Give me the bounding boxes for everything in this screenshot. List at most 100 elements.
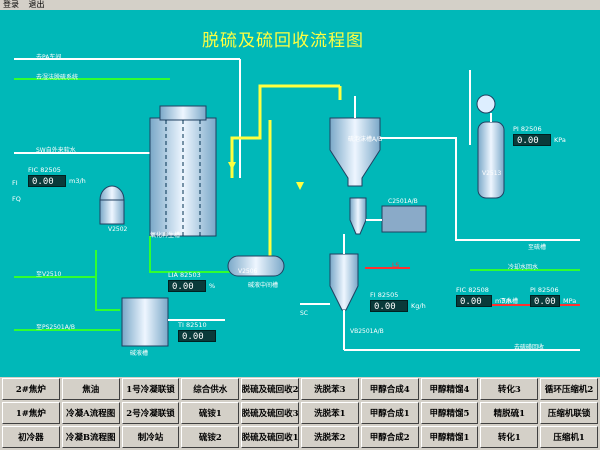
- label-to-tank: 至硫槽: [528, 244, 547, 251]
- v2502-body: [99, 199, 125, 225]
- indicator-fi1-value: 0.00: [28, 175, 66, 187]
- indicator-lia: LIA 82503 0.00 %: [168, 271, 216, 292]
- label-fq: FQ: [12, 195, 21, 203]
- indicator-fic-tag: FIC 82508: [456, 286, 489, 294]
- nav-button[interactable]: 甲醇合成4: [360, 378, 419, 400]
- nav-button[interactable]: 硫铵1: [181, 402, 240, 424]
- nav-button[interactable]: 甲醇合成1: [360, 402, 419, 424]
- nav-button[interactable]: 冷凝B流程图: [61, 426, 120, 448]
- nav-button[interactable]: 综合供水: [181, 378, 240, 400]
- indicator-pi2-value: 0.00: [530, 295, 560, 307]
- navigation-button-grid: 2#焦炉 焦油 1号冷凝联锁 综合供水 脱硫及硫回收2 洗脱苯3 甲醇合成4 甲…: [2, 378, 598, 448]
- label-ls: LS: [392, 262, 400, 269]
- indicator-fic-unit: m3/h: [495, 297, 512, 305]
- indicator-ti-tag: TI 82510: [178, 321, 207, 329]
- nav-button[interactable]: 1#焦炉: [2, 402, 60, 424]
- indicator-fi2-value: 0.00: [370, 300, 408, 312]
- label-c2501: C2501A/B: [388, 198, 418, 205]
- label-alkali-tank: 碱液槽: [130, 350, 149, 357]
- nav-button[interactable]: 循环压缩机2: [540, 378, 598, 400]
- nav-button[interactable]: 转化3: [480, 378, 539, 400]
- label-drain: 下水槽: [500, 298, 519, 305]
- indicator-fi1: FIC 82505 0.00 m3/h: [28, 166, 86, 187]
- label-regen: 氧化再生槽: [150, 232, 181, 239]
- indicator-lia-unit: %: [209, 282, 216, 290]
- menu-bar: 登录 退出: [0, 0, 600, 10]
- label-v2513: V2513: [482, 170, 502, 177]
- indicator-ti: TI 82510 0.00: [178, 321, 216, 342]
- v2506-tank: [227, 255, 285, 277]
- label-to-v2510: 至V2510: [36, 271, 62, 278]
- nav-button[interactable]: 冷凝A流程图: [61, 402, 120, 424]
- v2513-vessel: [477, 121, 505, 199]
- indicator-pi1-unit: KPa: [554, 136, 566, 144]
- indicator-pi1-tag: PI 82506: [513, 125, 542, 133]
- label-cw: 冷却水回水: [508, 264, 539, 271]
- indicator-pi2-unit: MPa: [563, 297, 577, 305]
- indicator-fi2-tag: FI 82505: [370, 291, 399, 299]
- nav-button[interactable]: 洗脱苯2: [300, 426, 359, 448]
- absorber-top: [159, 105, 207, 121]
- indicator-lia-tag: LIA 82503: [168, 271, 201, 279]
- arrow-yellow-1: [228, 162, 236, 170]
- pipe-right: [380, 137, 580, 241]
- nav-button[interactable]: 压缩机联锁: [540, 402, 598, 424]
- indicator-fi1-unit: m3/h: [69, 177, 86, 185]
- nav-button[interactable]: 脱硫及硫回收3: [241, 402, 299, 424]
- indicator-ti-value: 0.00: [178, 330, 216, 342]
- label-v2506: V2506: [238, 268, 258, 275]
- nav-button[interactable]: 1号冷凝联锁: [121, 378, 180, 400]
- indicator-pi1: PI 82506 0.00 KPa: [513, 125, 566, 146]
- label-v2502: V2502: [108, 226, 128, 233]
- arrow-yellow-2: [296, 182, 304, 190]
- label-vb: VB2501A/B: [350, 328, 384, 335]
- label-pa-line: 去PA车间: [36, 54, 62, 61]
- indicator-lia-value: 0.00: [168, 280, 206, 292]
- nav-button[interactable]: 压缩机1: [540, 426, 598, 448]
- centrifuge-cone: [349, 197, 367, 235]
- nav-button[interactable]: 精脱硫1: [480, 402, 539, 424]
- nav-button[interactable]: 焦油: [61, 378, 120, 400]
- pipe-green-left: [95, 250, 120, 311]
- nav-button[interactable]: 转化1: [480, 426, 539, 448]
- nav-button[interactable]: 甲醇精馏5: [420, 402, 479, 424]
- nav-button[interactable]: 洗脱苯1: [300, 402, 359, 424]
- nav-button[interactable]: 2#焦炉: [2, 378, 60, 400]
- menu-exit[interactable]: 退出: [28, 0, 45, 9]
- label-to-ps2501: 至PS2501A/B: [36, 324, 75, 331]
- alkali-tank: [121, 297, 169, 347]
- page-title: 脱硫及硫回收流程图: [202, 31, 364, 51]
- menu-login[interactable]: 登录: [3, 0, 19, 9]
- process-diagram: 脱硫及硫回收流程图 去PA车间 去湿法脱硫系统 SW自外来软水 至V2510 至…: [0, 10, 600, 377]
- indicator-fi2-unit: Kg/h: [411, 302, 426, 310]
- indicator-fic-value: 0.00: [456, 295, 492, 307]
- nav-button[interactable]: 制冷站: [121, 426, 180, 448]
- nav-button[interactable]: 2号冷凝联锁: [121, 402, 180, 424]
- indicator-pi1-value: 0.00: [513, 134, 551, 146]
- pipe-yellow-top: [230, 84, 340, 178]
- indicator-fi2: FI 82505 0.00 Kg/h: [370, 291, 426, 312]
- nav-button[interactable]: 甲醇合成2: [360, 426, 419, 448]
- nav-button[interactable]: 初冷器: [2, 426, 60, 448]
- indicator-fi1-tag: FIC 82505: [28, 166, 61, 174]
- label-rich-line: 去湿法脱硫系统: [36, 74, 79, 81]
- nav-button[interactable]: 甲醇精馏4: [420, 378, 479, 400]
- c2501-motor: [381, 205, 427, 233]
- hopper-vessel: [329, 117, 381, 187]
- nav-button[interactable]: 洗脱苯3: [300, 378, 359, 400]
- label-fi: FI: [12, 179, 18, 187]
- label-sw-line: SW自外来软水: [36, 147, 76, 154]
- label-feed: 去硫磺回收: [514, 344, 545, 351]
- indicator-fic: FIC 82508 0.00 m3/h: [456, 286, 512, 307]
- vb2501-cyclone: [329, 253, 359, 311]
- indicator-pi2: PI 82506 0.00 MPa: [530, 286, 577, 307]
- nav-button[interactable]: 脱硫及硫回收2: [241, 378, 299, 400]
- pipe-green-mid: [149, 236, 250, 273]
- label-pump-tank: 碱液中间槽: [248, 282, 279, 289]
- label-sc: SC: [300, 310, 308, 317]
- nav-button[interactable]: 硫铵2: [181, 426, 240, 448]
- v2513-fan: [476, 94, 496, 114]
- indicator-pi2-tag: PI 82506: [530, 286, 559, 294]
- nav-button[interactable]: 甲醇精馏1: [420, 426, 479, 448]
- nav-button[interactable]: 脱硫及硫回收1: [241, 426, 299, 448]
